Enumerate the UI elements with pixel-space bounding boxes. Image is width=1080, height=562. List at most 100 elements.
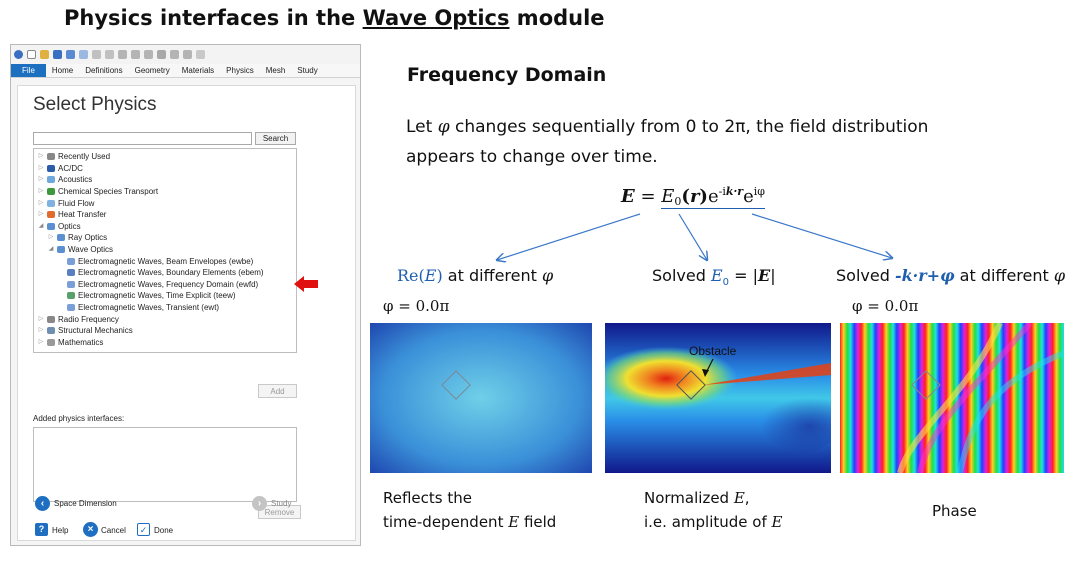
expand-arrow-icon[interactable]: ▷ (38, 199, 44, 206)
tree-item-label: Structural Mechanics (58, 326, 133, 336)
ribbon-tab-geometry[interactable]: Geometry (134, 66, 170, 75)
phi-value-right: φ = 0.0π (852, 297, 919, 315)
help-icon[interactable]: ? (35, 523, 48, 536)
paste-icon[interactable] (131, 50, 140, 59)
physics-tree[interactable]: ▷ Recently Used▷AC/DC▷Acoustics▷Chemical … (33, 148, 297, 353)
tree-item-fluid-flow[interactable]: ▷Fluid Flow (34, 197, 296, 209)
desc-phi: φ (437, 117, 450, 137)
tree-item-wave-optics[interactable]: ◢ Wave Optics (34, 244, 296, 256)
tree-item-label: Electromagnetic Waves, Transient (ewt) (78, 303, 220, 313)
tree-item-ac-dc[interactable]: ▷AC/DC (34, 163, 296, 175)
tree-item-optics[interactable]: ◢Optics (34, 221, 296, 233)
ribbon-tab-definitions[interactable]: Definitions (85, 66, 123, 75)
added-interfaces-list[interactable] (33, 427, 297, 502)
expand-arrow-icon[interactable]: ▷ (38, 315, 44, 322)
desc-line-2: appears to change over time. (406, 147, 658, 167)
ribbon-tab-materials[interactable]: Materials (181, 66, 215, 75)
tree-item-label: Electromagnetic Waves, Beam Envelopes (e… (78, 256, 254, 266)
space-dimension-link[interactable]: Space Dimension (54, 499, 117, 508)
done-button[interactable]: Done (154, 526, 174, 535)
cancel-icon[interactable]: × (83, 522, 98, 537)
tree-item-mathematics[interactable]: ▷Mathematics (34, 337, 296, 349)
search-input[interactable] (33, 132, 252, 145)
title-suffix: module (509, 6, 605, 30)
transient-icon (67, 304, 75, 312)
expand-arrow-icon[interactable]: ▷ (38, 338, 44, 345)
done-check-icon[interactable]: ✓ (137, 523, 150, 536)
expand-arrow-icon[interactable]: ▷ (48, 234, 54, 241)
back-arrow-icon[interactable]: ‹ (35, 496, 50, 511)
ribbon-tabs: File Home Definitions Geometry Materials… (11, 64, 360, 78)
expand-arrow-icon[interactable]: ◢ (48, 246, 54, 253)
zoom-icon[interactable] (170, 50, 179, 59)
tree-item-chemical-species-transport[interactable]: ▷Chemical Species Transport (34, 186, 296, 198)
expand-arrow-icon[interactable]: ▷ (38, 153, 44, 160)
caption-left-line1: Reflects the (383, 489, 472, 507)
tree-item-label: Radio Frequency (58, 314, 119, 324)
radio-frequency-icon (47, 315, 55, 323)
caption-real-part: Reflects the time-dependent E field (383, 486, 556, 534)
label-right-solved: Solved (836, 266, 895, 285)
remove-button[interactable]: Remove (258, 505, 301, 519)
label-re-e: E (424, 266, 437, 285)
expand-arrow-icon[interactable]: ▷ (38, 327, 44, 334)
save-as-icon[interactable] (66, 50, 75, 59)
ribbon-tab-mesh[interactable]: Mesh (265, 66, 286, 75)
label-real-part: Re(E) at different φ (397, 266, 553, 285)
tree-item-recently-used[interactable]: ▷ Recently Used (34, 151, 296, 163)
formula-phase: e-ik·reiφ (707, 185, 765, 209)
duplicate-icon[interactable] (144, 50, 153, 59)
ribbon-tab-study[interactable]: Study (297, 66, 318, 75)
tree-item-electromagnetic-waves-boundary-elements-ebem[interactable]: Electromagnetic Waves, Boundary Elements… (34, 267, 296, 279)
tree-item-acoustics[interactable]: ▷Acoustics (34, 174, 296, 186)
ribbon-tab-home[interactable]: Home (51, 66, 74, 75)
title-link-wave-optics[interactable]: Wave Optics (362, 6, 510, 30)
tree-item-label: Recently Used (58, 152, 111, 162)
heat-icon (47, 211, 55, 219)
expand-arrow-icon[interactable]: ▷ (38, 176, 44, 183)
caption-left-line2a: time-dependent (383, 513, 509, 531)
cancel-button[interactable]: Cancel (101, 526, 126, 535)
tree-item-structural-mechanics[interactable]: ▷ Structural Mechanics (34, 325, 296, 337)
expand-arrow-icon[interactable]: ◢ (38, 222, 44, 229)
expand-arrow-icon[interactable]: ▷ (38, 211, 44, 218)
ribbon-tab-physics[interactable]: Physics (226, 66, 254, 75)
open-file-icon[interactable] (40, 50, 49, 59)
chemical-icon (47, 188, 55, 196)
run-icon[interactable] (79, 50, 88, 59)
formula-exp2-sup: iφ (753, 185, 765, 198)
ribbon-tab-file[interactable]: File (11, 64, 46, 77)
study-link[interactable]: Study (271, 499, 292, 508)
save-icon[interactable] (53, 50, 62, 59)
new-file-icon[interactable] (27, 50, 36, 59)
tree-item-electromagnetic-waves-frequency-domain-ewfd[interactable]: Electromagnetic Waves, Frequency Domain … (34, 279, 296, 291)
tree-item-electromagnetic-waves-beam-envelopes-ewbe[interactable]: Electromagnetic Waves, Beam Envelopes (e… (34, 255, 296, 267)
caption-mid-line1a: Normalized (644, 489, 734, 507)
undo-icon[interactable] (92, 50, 101, 59)
caption-left-e: E (508, 513, 520, 531)
arrow-to-amplitude (678, 213, 707, 260)
expand-arrow-icon[interactable]: ▷ (38, 188, 44, 195)
tree-item-heat-transfer[interactable]: ▷Heat Transfer (34, 209, 296, 221)
added-interfaces-label: Added physics interfaces: (33, 414, 125, 423)
copy-icon[interactable] (118, 50, 127, 59)
tree-item-electromagnetic-waves-transient-ewt[interactable]: Electromagnetic Waves, Transient (ewt) (34, 302, 296, 314)
tree-item-ray-optics[interactable]: ▷Ray Optics (34, 232, 296, 244)
add-button[interactable]: Add (258, 384, 297, 398)
tree-item-label: Wave Optics (68, 245, 114, 255)
customize-toolbar-icon[interactable] (196, 50, 205, 59)
app-logo-icon[interactable] (14, 50, 23, 59)
delete-icon[interactable] (157, 50, 166, 59)
formula-lhs: E (621, 186, 635, 207)
help-button[interactable]: Help (52, 526, 69, 535)
expand-arrow-icon[interactable]: ▷ (38, 164, 44, 171)
forward-arrow-icon[interactable]: › (252, 496, 267, 511)
windows-icon[interactable] (183, 50, 192, 59)
section-heading: Frequency Domain (407, 64, 607, 86)
ray-optics-icon (57, 234, 65, 242)
tree-item-electromagnetic-waves-time-explicit-teew[interactable]: Electromagnetic Waves, Time Explicit (te… (34, 290, 296, 302)
tree-item-radio-frequency[interactable]: ▷ Radio Frequency (34, 313, 296, 325)
search-button[interactable]: Search (255, 132, 296, 145)
redo-icon[interactable] (105, 50, 114, 59)
